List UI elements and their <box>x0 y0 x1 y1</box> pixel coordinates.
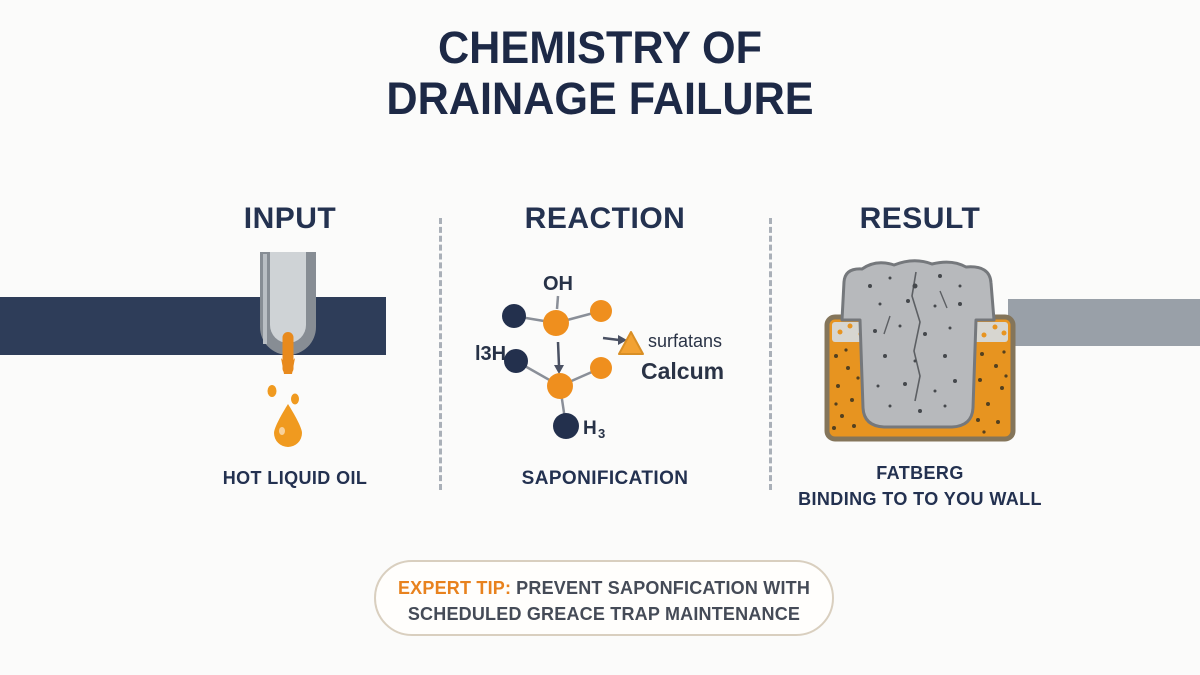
label-surfactants: surfatans <box>648 331 722 351</box>
expert-tip-line-1: EXPERT TIP:PREVENT SAPONFICATION WITH <box>376 575 832 601</box>
oil-drops-icon <box>267 385 302 447</box>
title-line-2: DRAINAGE FAILURE <box>386 73 814 125</box>
input-column-header: INPUT <box>243 202 337 235</box>
result-caption: FATBERG BINDING TO TO YOU WALL <box>760 460 1080 512</box>
sediment-speckles <box>832 348 1008 434</box>
reaction-column-header: REACTION <box>524 202 686 235</box>
left-drain-pipe-bar <box>0 297 386 355</box>
down-arrow-icon <box>554 341 564 374</box>
column-divider-left <box>439 218 442 490</box>
fatberg-speckles <box>868 274 962 413</box>
page-title: CHEMISTRY OF DRAINAGE FAILURE <box>24 22 1176 125</box>
title-line-1: CHEMISTRY OF <box>437 22 763 73</box>
label-l3h: l3H <box>475 343 506 365</box>
result-caption-line-2: BINDING TO TO YOU WALL <box>798 489 1042 509</box>
expert-tip-line-2: SCHEDULED GREACE TRAP MAINTENANCE <box>407 604 801 624</box>
column-divider-right <box>769 218 772 490</box>
vertical-pipe-icon <box>260 252 316 355</box>
result-column-header: RESULT <box>859 202 981 235</box>
result-caption-line-1: FATBERG <box>876 463 964 483</box>
label-oh: OH <box>543 273 573 295</box>
reaction-caption: SAPONIFICATION <box>521 468 689 489</box>
right-drain-pipe-bar <box>1008 299 1200 346</box>
label-calcium: Calcum <box>641 358 724 384</box>
fatberg-blob-icon <box>840 259 996 429</box>
expert-tip-prefix: EXPERT TIP: <box>397 578 512 598</box>
label-h: H <box>583 418 597 439</box>
pouring-pipe-illustration <box>260 252 316 447</box>
molecule-nodes <box>502 300 612 439</box>
label-h-subscript: 3 <box>598 426 605 441</box>
expert-tip-text-1: PREVENT SAPONFICATION WITH <box>516 578 811 598</box>
saponification-molecule-diagram: OH l3H surfatans Calcum H 3 <box>475 273 724 441</box>
fatberg-cross-section-illustration <box>824 259 1016 442</box>
calcium-triangle-icon <box>618 331 644 355</box>
right-arrow-icon <box>602 335 627 345</box>
oil-stream-icon <box>281 332 295 374</box>
input-caption: HOT LIQUID OIL <box>222 468 368 488</box>
expert-tip-box: EXPERT TIP:PREVENT SAPONFICATION WITH SC… <box>374 560 834 636</box>
